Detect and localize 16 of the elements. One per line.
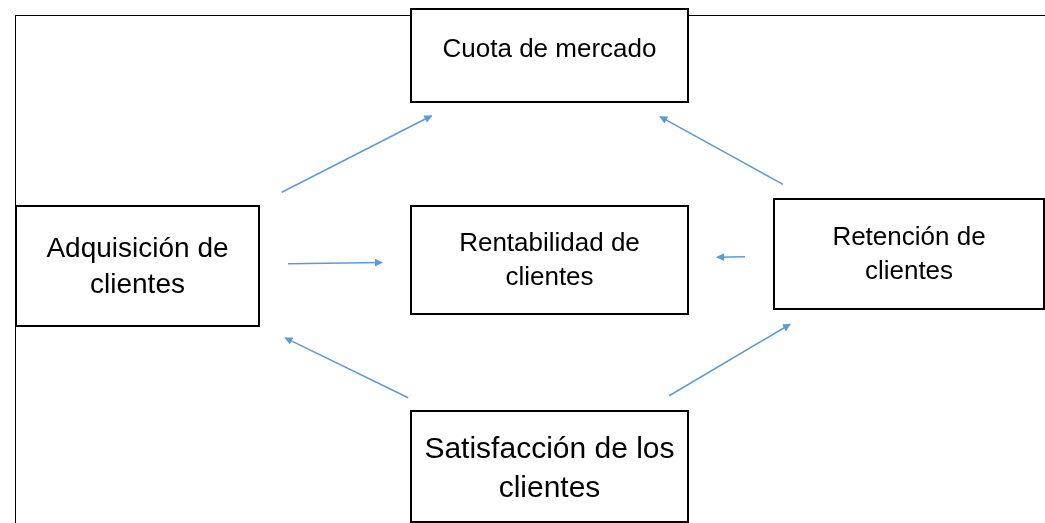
box-label: Adquisición de clientes: [45, 230, 230, 301]
process-box: [15, 205, 260, 327]
process-box: [410, 410, 689, 523]
process-box: [410, 8, 689, 103]
process-box: [410, 205, 689, 315]
arrow: [668, 323, 791, 397]
box-label: Retención de clientes: [831, 220, 987, 287]
box-label: Rentabilidad de clientes: [458, 226, 641, 293]
box-label: Cuota de mercado: [442, 32, 657, 65]
arrow: [716, 253, 746, 262]
arrow: [284, 337, 409, 399]
process-box: [773, 198, 1045, 310]
arrow: [281, 115, 433, 193]
arrow: [659, 115, 784, 186]
arrow: [287, 258, 383, 267]
box-label: Satisfacción de los clientes: [424, 429, 675, 505]
